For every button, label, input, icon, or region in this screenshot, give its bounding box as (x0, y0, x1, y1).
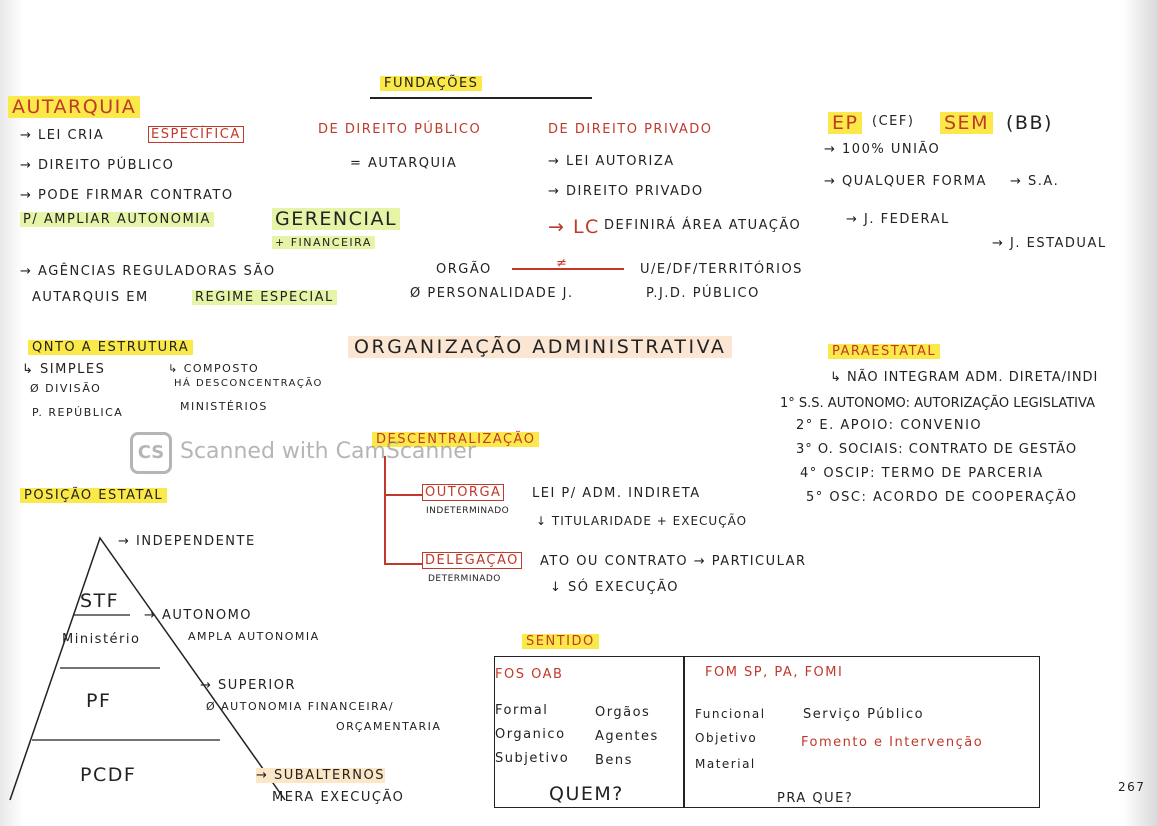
paraestatal-item: 5° OSC: Acordo de Cooperação (806, 490, 1078, 505)
left-row: Orgãos (595, 705, 651, 720)
estrutura-title: Qnto a estrutura (28, 340, 194, 355)
delegacao-sub: Determinado (428, 574, 501, 584)
level-label: → Subalternos (256, 768, 385, 783)
entes-note: P.J.D. Público (646, 286, 760, 301)
fundacoes-title: Fundações (380, 76, 483, 91)
posicao-title: Posição Estatal (20, 488, 168, 503)
level-stf: STF (80, 590, 120, 612)
right-col1: Objetivo (695, 731, 758, 745)
estrutura-item: P. República (32, 406, 124, 419)
autarquia-item: + financeira (272, 236, 375, 249)
empresas-item: → J. Federal (846, 212, 950, 227)
autarquia-item: regime especial (192, 290, 337, 305)
estrutura-composto: ↳ Composto (168, 362, 260, 375)
estrutura-simples: ↳ Simples (22, 362, 106, 377)
level-label: mera execução (272, 790, 405, 805)
level-pf: PF (86, 690, 112, 712)
fundacoes-privado-item: → Direito Privado (548, 184, 704, 199)
neq-symbol: ≠ (556, 256, 569, 271)
empresas-item: → 100% União (824, 142, 941, 157)
level-label: → Superior (200, 678, 296, 693)
level-pcdf: PCDF (80, 764, 137, 786)
right-col2: Fomento e Intervenção (801, 735, 984, 750)
main-title: Organização Administrativa (348, 336, 733, 358)
level-label: → Independente (118, 534, 256, 549)
sem-label: SEM (940, 112, 993, 134)
left-row: Agentes (595, 729, 659, 744)
sentido-title: Sentido (522, 634, 599, 649)
descentralizacao-branch (384, 456, 386, 564)
estrutura-item: Há desconcentração (174, 378, 323, 389)
sentido-table: FOS OAB Formal Orgãos Organico Agentes S… (494, 656, 1040, 808)
right-title: FOM SP, PA, FOMI (705, 665, 844, 680)
autarquia-especifica: Específica (148, 126, 244, 143)
paraestatal-item: 2° E. Apoio: Convenio (796, 418, 983, 433)
paraestatal-item: 4° OSCIP: Termo de Parceria (800, 466, 1044, 481)
level-label: orçamentaria (336, 720, 442, 733)
delegacao-text: Ato ou Contrato → Particular (540, 554, 807, 569)
paraestatal-item: 3° O. Sociais: Contrato de gestão (796, 442, 1078, 457)
paraestatal-item: 1° S.S. Autonomo: Autorização legislativ… (780, 396, 1095, 411)
entes-label: U/E/DF/Territórios (640, 262, 803, 277)
paraestatal-note: ↳ Não integram Adm. Direta/Indi (830, 370, 1099, 385)
ep-label: EP (828, 112, 863, 134)
orgao-label: Orgão (436, 262, 492, 277)
left-row: Bens (595, 753, 633, 768)
right-col1: Funcional (695, 707, 766, 721)
autarquia-item: → Pode firmar contrato (20, 188, 234, 203)
fundacoes-publico-title: De Direito Público (318, 122, 482, 137)
level-label: Ø Autonomia financeira/ (206, 700, 395, 713)
empresas-item: → Qualquer forma (824, 174, 987, 189)
level-ministerio: Ministério (62, 632, 141, 647)
fundacoes-bracket (370, 97, 592, 99)
outorga-sub: Indeterminado (426, 506, 510, 516)
outorga-label: Outorga (422, 484, 505, 501)
right-col2: Serviço Público (803, 707, 925, 722)
ep-note: (CEF) (872, 114, 915, 129)
left-row: Subjetivo (495, 751, 570, 766)
estrutura-item: Ministérios (180, 400, 268, 413)
page-number: 267 (1118, 780, 1146, 794)
paraestatal-title: Paraestatal (828, 344, 941, 359)
autarquia-item: Autarquis em (32, 290, 149, 305)
descentralizacao-title: Descentralização (372, 432, 540, 447)
estrutura-item: Ø Divisão (30, 382, 102, 395)
fundacoes-privado-item: → Lei autoriza (548, 154, 675, 169)
autarquia-item: gerencial (272, 208, 401, 230)
left-row: Organico (495, 727, 566, 742)
autarquia-item: p/ ampliar autonomia (20, 212, 214, 227)
branch-outorga (384, 494, 422, 496)
right-footer: Pra que? (777, 791, 854, 806)
fundacoes-privado-lc: → LC (548, 216, 600, 238)
fundacoes-privado-item: definirá área atuação (604, 218, 802, 233)
right-col1: Material (695, 757, 756, 771)
sem-note: (BB) (1006, 112, 1053, 134)
camscanner-logo: CS (130, 432, 172, 474)
outorga-text2: ↓ Titularidade + Execução (536, 514, 748, 528)
autarquia-item: → Lei cria (20, 128, 105, 143)
empresas-item: → J. Estadual (992, 236, 1107, 251)
left-title: FOS OAB (495, 667, 564, 682)
delegacao-label: Delegação (422, 552, 522, 569)
watermark-text: Scanned with CamScanner (180, 439, 476, 464)
level-label: → Autonomo (144, 608, 253, 623)
autarquia-item: → Direito Público (20, 158, 175, 173)
delegacao-text2: ↓ Só execução (550, 580, 680, 595)
left-footer: Quem? (549, 783, 624, 805)
left-row: Formal (495, 703, 549, 718)
level-label: Ampla autonomia (188, 630, 320, 643)
fundacoes-publico-item: = Autarquia (350, 156, 458, 171)
autarquia-title: Autarquia (8, 96, 141, 118)
empresas-item: → S.A. (1010, 174, 1060, 189)
table-divider (683, 657, 685, 807)
camscanner-watermark: CS Scanned with CamScanner (130, 432, 476, 474)
orgao-note: Ø personalidade J. (410, 286, 574, 301)
outorga-text: Lei p/ Adm. Indireta (532, 486, 701, 501)
branch-delegacao (384, 563, 422, 565)
pyramid-diagram (9, 536, 286, 801)
autarquia-item: → Agências Reguladoras são (20, 264, 276, 279)
fundacoes-privado-title: De Direito Privado (548, 122, 713, 137)
neq-line (512, 268, 624, 270)
